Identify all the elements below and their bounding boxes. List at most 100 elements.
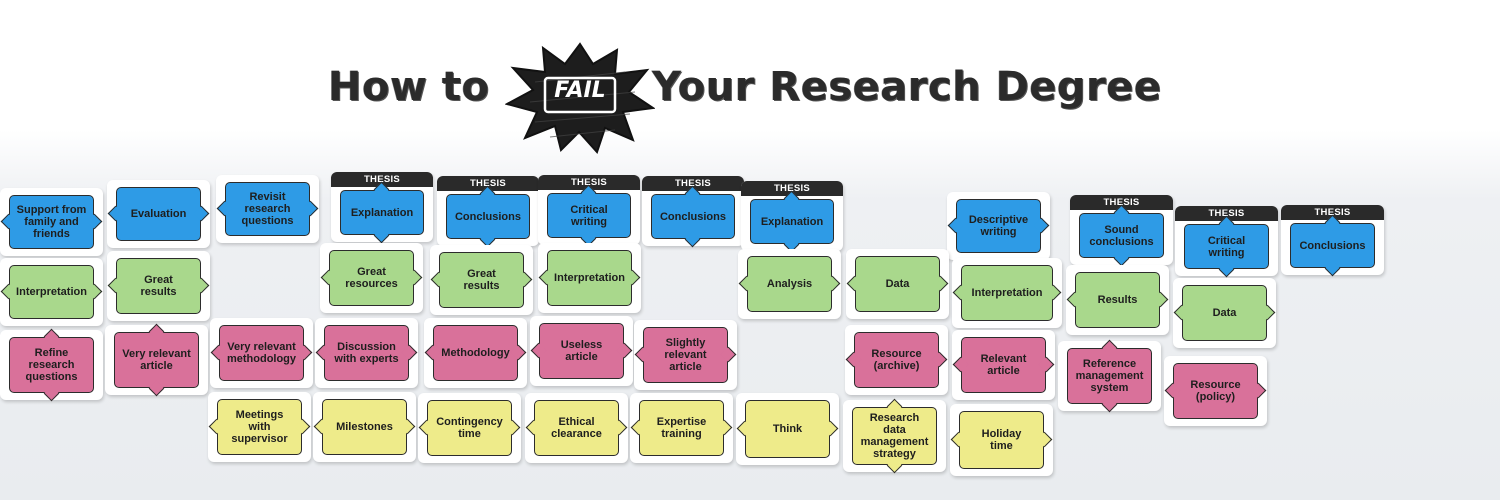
- card-t-critical-2: THESIS Critical writing: [1175, 206, 1278, 276]
- card-label: Results: [1097, 294, 1138, 306]
- card-shape: Expertise training: [639, 400, 724, 456]
- fail-starburst-icon: [505, 42, 655, 154]
- card-label: Think: [772, 423, 803, 435]
- card-contingency: Contingency time: [418, 393, 521, 463]
- card-shape: Very relevant article: [114, 332, 199, 388]
- card-label: Meetings with supervisor: [231, 409, 288, 445]
- card-shape: Conclusions: [446, 194, 530, 239]
- card-shape: Interpretation: [961, 265, 1053, 321]
- card-discussion: Discussion with experts: [315, 318, 418, 388]
- card-label: Holiday time: [981, 428, 1022, 452]
- card-data-1: Data: [846, 249, 949, 319]
- card-label: Useless article: [560, 339, 603, 363]
- card-t-explanation-1: THESIS Explanation: [331, 172, 433, 242]
- card-shape: Data: [1182, 285, 1267, 341]
- card-label: Support from family and friends: [16, 204, 87, 240]
- card-shape: Critical writing: [1184, 224, 1269, 269]
- card-shape: Milestones: [322, 399, 407, 455]
- card-label: Conclusions: [659, 210, 726, 223]
- card-label: Explanation: [350, 206, 414, 219]
- card-shape: Sound conclusions: [1079, 213, 1164, 258]
- card-refine: Refine research questions: [0, 330, 103, 400]
- card-shape: Methodology: [433, 325, 518, 381]
- card-label: Slightly relevant article: [664, 337, 707, 373]
- card-great-resources: Great resources: [320, 243, 423, 313]
- card-label: Great resources: [345, 266, 398, 290]
- thesis-header: THESIS: [1175, 206, 1278, 221]
- card-meetings: Meetings with supervisor: [208, 392, 311, 462]
- card-interp-2: Interpretation: [538, 243, 641, 313]
- card-shape: Great resources: [329, 250, 414, 306]
- card-label: Data: [885, 278, 910, 290]
- card-label: Explanation: [760, 215, 824, 228]
- card-t-conclusions-3: THESIS Conclusions: [1281, 205, 1384, 275]
- card-shape: Analysis: [747, 256, 832, 312]
- card-label: Ethical clearance: [551, 416, 602, 440]
- card-great-results-1: Great results: [107, 251, 210, 321]
- card-revisit: Revisit research questions: [216, 175, 319, 243]
- card-slightly: Slightly relevant article: [634, 320, 737, 390]
- card-relevant-article: Relevant article: [952, 330, 1055, 400]
- card-rdms: Research data management strategy: [843, 400, 946, 472]
- title-text-before: How to: [328, 64, 490, 110]
- card-shape: Contingency time: [427, 400, 512, 456]
- card-label: Interpretation: [16, 286, 87, 298]
- card-label: Descriptive writing: [968, 214, 1029, 238]
- thesis-header: THESIS: [1281, 205, 1384, 220]
- card-descriptive: Descriptive writing: [947, 192, 1050, 260]
- card-shape: Ethical clearance: [534, 400, 619, 456]
- card-shape: Revisit research questions: [225, 182, 310, 236]
- card-shape: Explanation: [340, 190, 424, 235]
- card-think: Think: [736, 393, 839, 465]
- card-shape: Resource (policy): [1173, 363, 1258, 419]
- card-shape: Conclusions: [651, 194, 735, 239]
- card-shape: Meetings with supervisor: [217, 399, 302, 455]
- card-shape: Conclusions: [1290, 223, 1375, 268]
- card-label: Research data management strategy: [860, 412, 929, 460]
- thesis-header: THESIS: [538, 175, 640, 190]
- card-shape: Very relevant methodology: [219, 325, 304, 381]
- card-interp-3: Interpretation: [952, 258, 1062, 328]
- card-label: Refine research questions: [25, 347, 78, 383]
- card-resource-policy: Resource (policy): [1164, 356, 1267, 426]
- card-shape: Results: [1075, 272, 1160, 328]
- card-shape: Great results: [439, 252, 524, 308]
- card-shape: Research data management strategy: [852, 407, 937, 465]
- thesis-header: THESIS: [741, 181, 843, 196]
- card-support: Support from family and friends: [0, 188, 103, 256]
- thesis-header: THESIS: [331, 172, 433, 187]
- card-t-explanation-2: THESIS Explanation: [741, 181, 843, 251]
- card-label: Relevant article: [980, 353, 1027, 377]
- card-label: Very relevant article: [122, 348, 191, 372]
- title-text-after: Your Research Degree: [652, 64, 1162, 110]
- card-shape: Resource (archive): [854, 332, 939, 388]
- card-methodology: Methodology: [424, 318, 527, 388]
- card-label: Sound conclusions: [1089, 223, 1154, 248]
- card-shape: Interpretation: [9, 265, 94, 319]
- card-label: Resource (archive): [871, 348, 922, 372]
- card-label: Evaluation: [130, 208, 187, 220]
- title-banner: How to FAIL Your Research Degree: [320, 42, 1200, 154]
- card-shape: Discussion with experts: [324, 325, 409, 381]
- card-label: Milestones: [336, 421, 393, 433]
- card-label: Interpretation: [971, 287, 1043, 299]
- card-label: Conclusions: [454, 210, 521, 223]
- card-label: Expertise training: [656, 416, 707, 440]
- card-expertise: Expertise training: [630, 393, 733, 463]
- card-shape: Interpretation: [547, 250, 632, 306]
- card-label: Critical writing: [1207, 234, 1246, 259]
- card-useless: Useless article: [530, 316, 633, 386]
- card-label: Reference management system: [1075, 358, 1144, 394]
- card-t-conclusions-1: THESIS Conclusions: [437, 176, 539, 246]
- thesis-header: THESIS: [437, 176, 539, 191]
- card-milestones: Milestones: [313, 392, 416, 462]
- card-shape: Data: [855, 256, 940, 312]
- card-label: Conclusions: [1299, 239, 1366, 252]
- card-great-results-2: Great results: [430, 245, 533, 315]
- card-label: Interpretation: [554, 272, 625, 284]
- card-label: Great results: [140, 274, 177, 298]
- card-shape: Think: [745, 400, 830, 458]
